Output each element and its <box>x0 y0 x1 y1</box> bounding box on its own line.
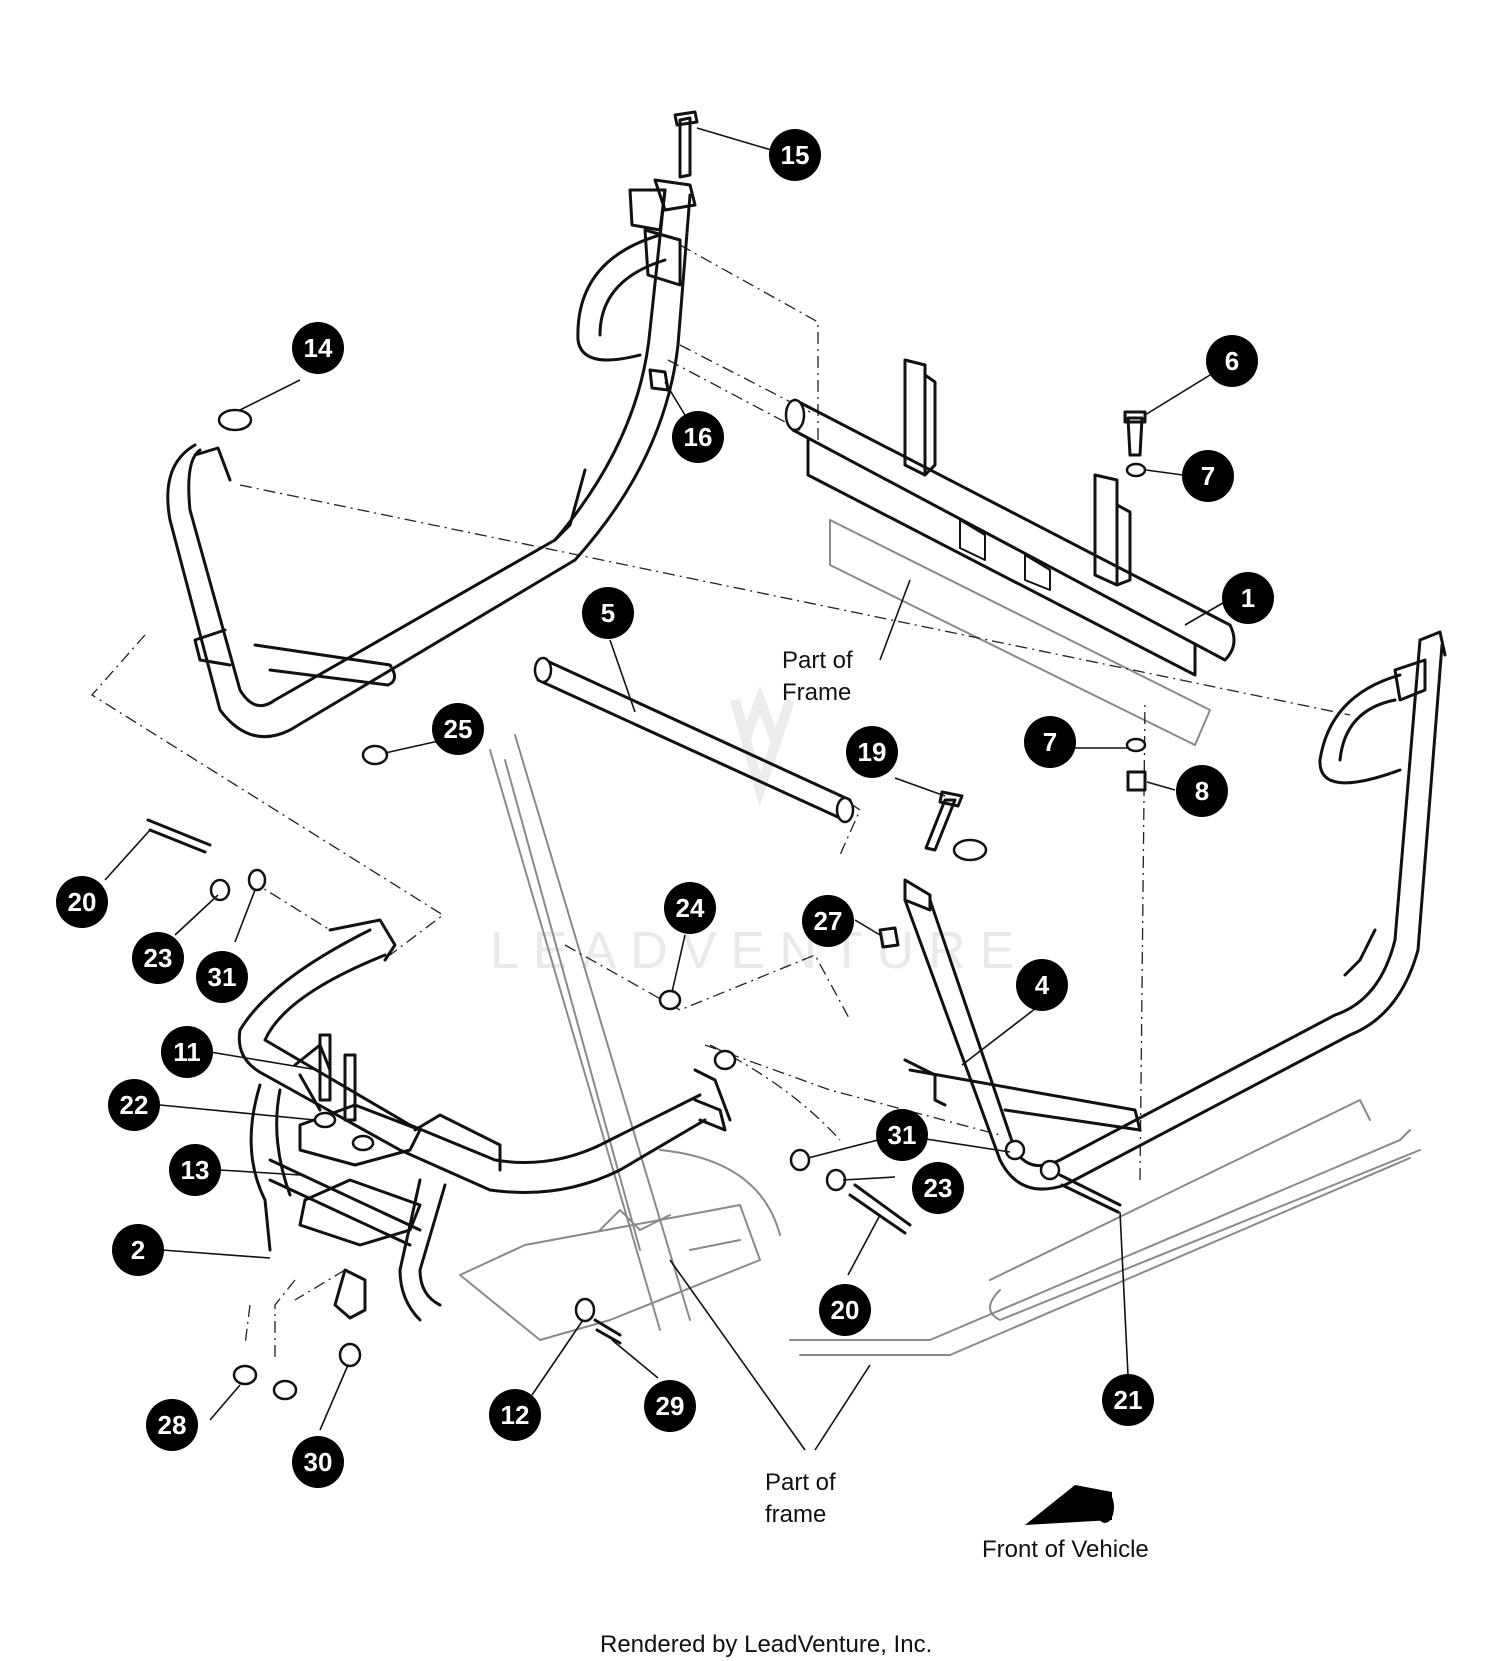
callout-7-bottom: 7 <box>1024 716 1076 768</box>
svg-text:19: 19 <box>858 737 887 767</box>
front-of-vehicle-label: Front of Vehicle <box>982 1536 1149 1563</box>
svg-text:20: 20 <box>68 887 97 917</box>
svg-text:4: 4 <box>1035 970 1050 1000</box>
svg-text:28: 28 <box>158 1410 187 1440</box>
callout-12: 12 <box>489 1389 541 1441</box>
callout-5: 5 <box>582 587 634 639</box>
callout-29: 29 <box>644 1380 696 1432</box>
text-labels: Part of Frame Part of frame Front of Veh… <box>600 647 1149 1658</box>
svg-text:27: 27 <box>814 906 843 936</box>
svg-text:5: 5 <box>601 598 615 628</box>
svg-text:11: 11 <box>173 1037 201 1067</box>
svg-text:21: 21 <box>1114 1385 1143 1415</box>
callout-8: 8 <box>1176 765 1228 817</box>
callout-24: 24 <box>664 882 716 934</box>
svg-text:14: 14 <box>304 333 333 363</box>
callout-11: 11 <box>161 1026 213 1078</box>
callout-31-left: 31 <box>196 951 248 1003</box>
svg-text:31: 31 <box>888 1120 917 1150</box>
svg-text:29: 29 <box>656 1391 685 1421</box>
svg-text:7: 7 <box>1201 461 1215 491</box>
footer-credit: Rendered by LeadVenture, Inc. <box>600 1631 932 1658</box>
callout-30: 30 <box>292 1436 344 1488</box>
svg-text:6: 6 <box>1225 346 1239 376</box>
svg-text:20: 20 <box>831 1295 860 1325</box>
svg-text:30: 30 <box>304 1447 333 1477</box>
callout-25: 25 <box>432 703 484 755</box>
watermark-text: LEADVENTURE <box>490 922 1028 980</box>
right-frame-tube <box>903 630 1447 1191</box>
vehicle-frame <box>459 519 1421 1356</box>
svg-text:24: 24 <box>676 893 705 923</box>
part-of-frame-top-line2: Frame <box>782 679 851 706</box>
front-frame-tube <box>237 918 732 1322</box>
hardware <box>146 110 1147 1401</box>
svg-text:12: 12 <box>501 1400 530 1430</box>
callout-28: 28 <box>146 1399 198 1451</box>
part-of-frame-bottom-line2: frame <box>765 1501 826 1528</box>
svg-text:15: 15 <box>781 140 810 170</box>
callout-1: 1 <box>1222 572 1274 624</box>
callout-23-right: 23 <box>912 1162 964 1214</box>
callout-16: 16 <box>672 411 724 463</box>
callout-19: 19 <box>846 726 898 778</box>
svg-text:8: 8 <box>1195 776 1209 806</box>
callout-22: 22 <box>108 1079 160 1131</box>
callout-14: 14 <box>292 322 344 374</box>
front-arrow <box>1025 1485 1114 1525</box>
callout-31-right: 31 <box>876 1109 928 1161</box>
svg-text:1: 1 <box>1241 583 1255 613</box>
svg-text:2: 2 <box>131 1235 145 1265</box>
part-of-frame-top-line1: Part of <box>782 647 853 674</box>
callout-20-right: 20 <box>819 1284 871 1336</box>
svg-text:23: 23 <box>144 943 173 973</box>
svg-text:13: 13 <box>181 1155 210 1185</box>
svg-text:7: 7 <box>1043 727 1057 757</box>
svg-text:23: 23 <box>924 1173 953 1203</box>
callout-7-top: 7 <box>1182 450 1234 502</box>
svg-text:22: 22 <box>120 1090 149 1120</box>
watermark: LEADVENTURE <box>490 685 1028 980</box>
leader-lines <box>104 127 1229 1451</box>
svg-text:16: 16 <box>684 422 713 452</box>
rear-cross-bracket <box>784 358 1236 677</box>
part-of-frame-bottom-line1: Part of <box>765 1469 836 1496</box>
cross-tube <box>533 656 855 824</box>
callout-15: 15 <box>769 129 821 181</box>
svg-text:31: 31 <box>208 962 237 992</box>
callout-23-left: 23 <box>132 932 184 984</box>
rear-frame-tube <box>166 178 697 739</box>
callout-13: 13 <box>169 1144 221 1196</box>
assembly-lines <box>91 244 1351 1360</box>
callouts: 1 2 4 5 6 7 7 8 11 12 13 14 15 16 19 20 … <box>56 129 1274 1488</box>
callout-4: 4 <box>1016 959 1068 1011</box>
svg-text:25: 25 <box>444 714 473 744</box>
callout-21: 21 <box>1102 1374 1154 1426</box>
callout-27: 27 <box>802 895 854 947</box>
callout-20-left: 20 <box>56 876 108 928</box>
callout-6: 6 <box>1206 335 1258 387</box>
callout-2: 2 <box>112 1224 164 1276</box>
